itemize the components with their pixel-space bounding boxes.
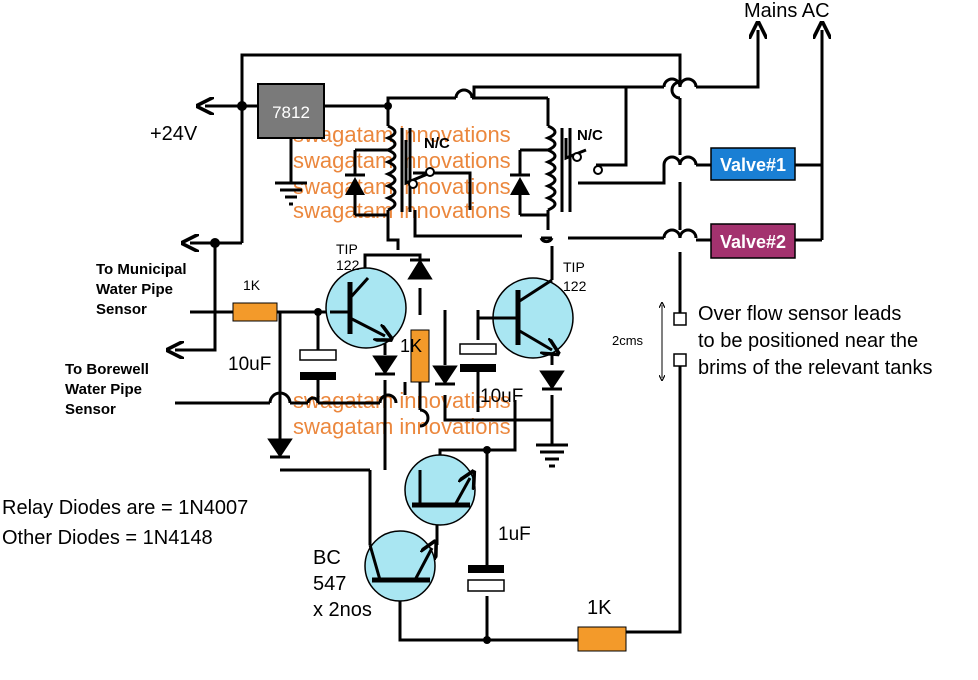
municipal-label-3: Sensor: [96, 301, 147, 318]
regulator-body: [257, 83, 325, 139]
municipal-label-2: Water Pipe: [96, 281, 173, 298]
diode: [407, 259, 433, 280]
resistor-bottom: [577, 626, 627, 652]
regulator-label: 7812: [272, 103, 310, 122]
note-other-diodes: Other Diodes = 1N4148: [2, 527, 213, 549]
diode: [432, 365, 458, 385]
diode: [372, 355, 398, 375]
valve-2-label: Valve#2: [720, 232, 786, 252]
relay-1-coil: [384, 124, 397, 212]
overflow-note-1: Over flow sensor leads: [698, 303, 901, 325]
overflow-note-2: to be positioned near the: [698, 330, 918, 352]
ground-symbol: [536, 443, 568, 468]
tip-left-label-2: 122: [336, 257, 360, 273]
junctions: [210, 101, 491, 644]
resistor-mid: [410, 329, 430, 383]
relay-1: N/C: [345, 124, 450, 217]
wire-crossings: [268, 77, 698, 428]
tip-right-label-1: TIP: [563, 259, 585, 275]
relay-1-nc-label: N/C: [424, 135, 450, 152]
resistor-mid-label: 1K: [400, 336, 422, 356]
note-relay-diodes: Relay Diodes are = 1N4007: [2, 497, 248, 519]
municipal-label-1: To Municipal: [96, 261, 187, 278]
cap-right-label: 10uF: [480, 386, 523, 407]
tip-right-label-2: 122: [563, 278, 587, 294]
relay-2-coil: [544, 124, 557, 212]
transistor-tip122-right: TIP 122: [478, 259, 587, 359]
supply-label: +24V: [150, 123, 198, 145]
relay-2-nc-label: N/C: [577, 127, 603, 144]
tip-left-label-1: TIP: [336, 241, 358, 257]
diode: [267, 438, 293, 458]
borewell-label-2: Water Pipe: [65, 381, 142, 398]
overflow-note-3: brims of the relevant tanks: [698, 357, 933, 379]
bc547-label-3: x 2nos: [313, 599, 372, 621]
watermark-text: swagatam innovations: [293, 388, 511, 413]
diodes: [267, 258, 565, 459]
regulator-7812: 7812: [257, 83, 325, 206]
transistor-bc547-lower: [364, 530, 435, 602]
cap-left-label: 10uF: [228, 354, 271, 375]
bc547-label-2: 547: [313, 573, 346, 595]
valve-1-label: Valve#1: [720, 155, 786, 175]
watermark-text: swagatam innovations: [293, 414, 511, 439]
transistor-bc547-upper: [404, 454, 475, 526]
resistor-bottom-label: 1K: [587, 597, 612, 619]
borewell-label-3: Sensor: [65, 401, 116, 418]
capacitor-bottom: [467, 565, 505, 592]
overflow-sensor: [662, 305, 687, 378]
spacing-label: 2cms: [612, 333, 644, 348]
transistor-tip122-left: TIP 122: [325, 241, 407, 349]
mains-ac-label: Mains AC: [744, 0, 830, 22]
cap-bottom-label: 1uF: [498, 524, 531, 545]
relay-2: N/C: [510, 124, 603, 217]
relay-1-diode: [345, 177, 365, 195]
valve-2: Valve#2: [710, 223, 796, 259]
valve-1: Valve#1: [710, 147, 796, 181]
diode: [539, 370, 565, 390]
relay-2-diode: [510, 177, 530, 195]
borewell-label-1: To Borewell: [65, 361, 149, 378]
resistor-input-label: 1K: [243, 277, 261, 293]
resistor-input: [232, 302, 278, 322]
bc547-label-1: BC: [313, 547, 341, 569]
capacitor-right: [459, 343, 497, 372]
capacitor-left: [299, 349, 337, 380]
